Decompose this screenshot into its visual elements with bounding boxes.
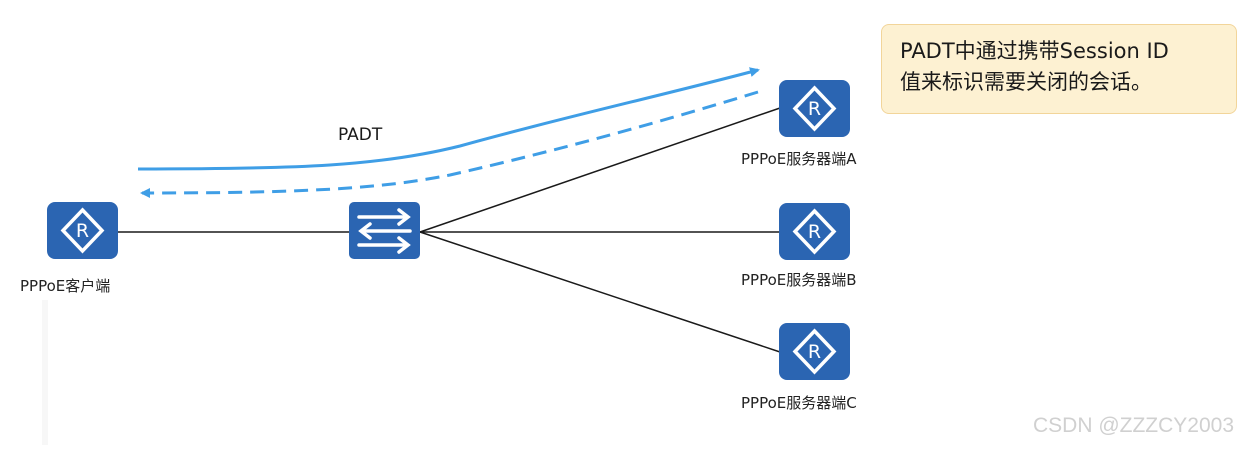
background-artifact — [42, 300, 48, 445]
router-icon: R — [792, 208, 837, 255]
callout-note: PADT中通过携带Session ID 值来标识需要关闭的会话。 — [881, 24, 1237, 114]
switch-icon — [357, 208, 412, 254]
padt-response-arrow — [140, 90, 759, 198]
callout-line-1: PADT中通过携带Session ID — [900, 39, 1169, 63]
router-icon: R — [792, 328, 837, 375]
svg-text:R: R — [76, 220, 89, 242]
server-b-router[interactable]: R — [779, 203, 850, 260]
client-router[interactable]: R — [47, 202, 118, 259]
svg-text:R: R — [808, 221, 821, 243]
server-a-router[interactable]: R — [779, 80, 850, 137]
server-b-label: PPPoE服务器端B — [741, 271, 857, 289]
router-icon: R — [60, 207, 105, 254]
link-switch-server-c — [419, 231, 781, 353]
server-c-router[interactable]: R — [779, 323, 850, 380]
router-icon: R — [792, 85, 837, 132]
padt-request-arrow — [137, 67, 760, 171]
callout-line-2: 值来标识需要关闭的会话。 — [900, 70, 1152, 94]
watermark: CSDN @ZZZCY2003 — [1033, 414, 1235, 437]
link-switch-server-a — [419, 107, 781, 233]
svg-text:R: R — [808, 98, 821, 120]
server-c-label: PPPoE服务器端C — [741, 394, 857, 412]
switch[interactable] — [349, 202, 420, 259]
padt-label: PADT — [338, 125, 383, 145]
client-label: PPPoE客户端 — [20, 277, 110, 295]
server-a-label: PPPoE服务器端A — [741, 150, 857, 168]
svg-text:R: R — [808, 341, 821, 363]
